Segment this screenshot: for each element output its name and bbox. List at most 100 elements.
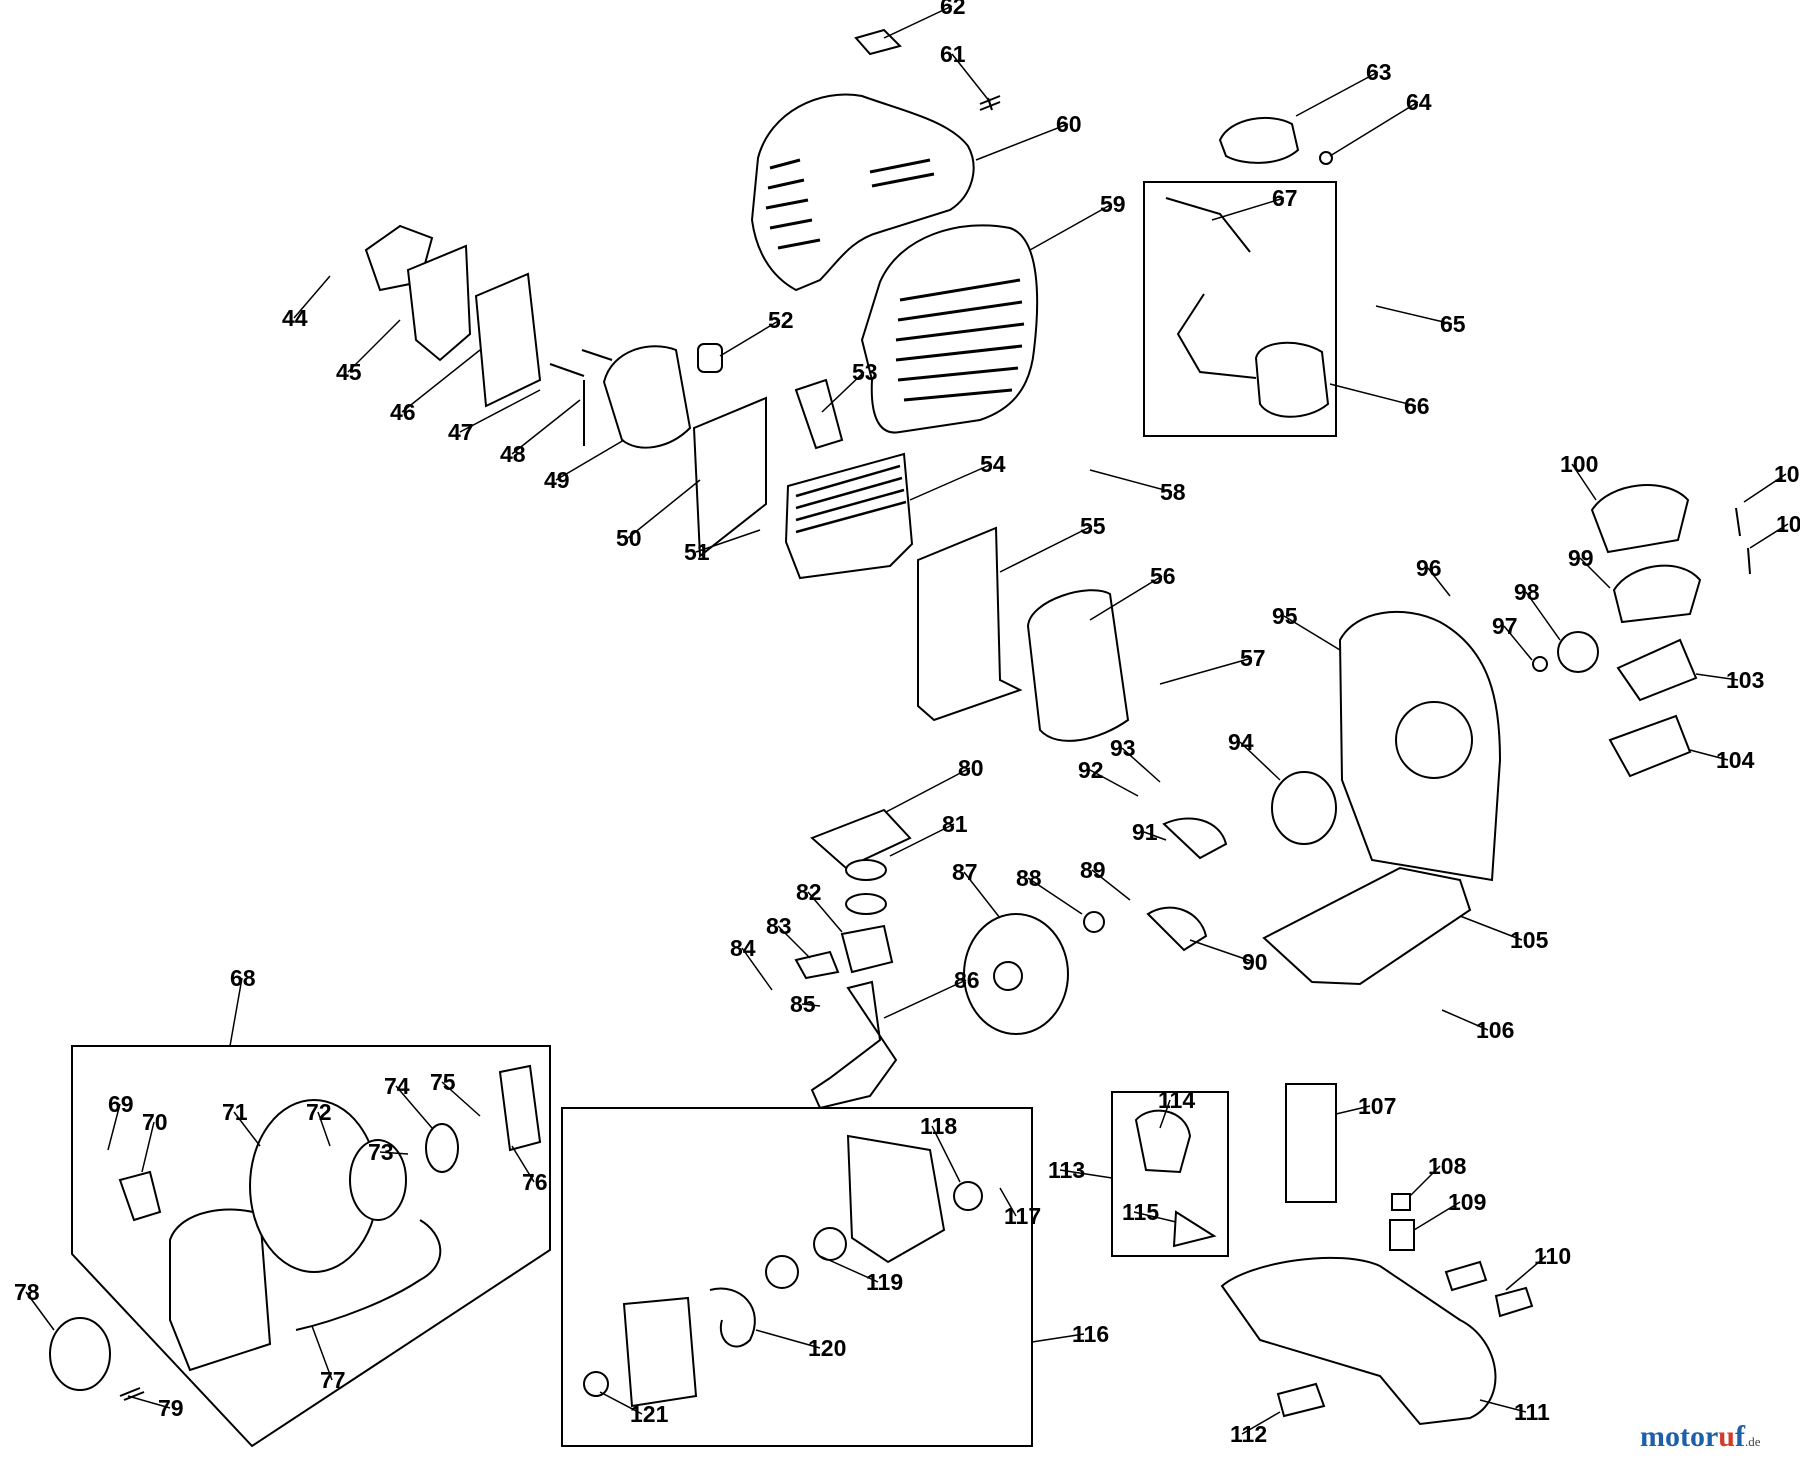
part-79-screw [119,1387,145,1401]
part-group-113-box [1111,1091,1229,1257]
part-46-gasket [474,272,542,408]
leader-lines [25,5,1789,1435]
leader-line-96 [1427,567,1451,597]
leader-line-99 [1579,557,1611,589]
part-label-92: 92 [1078,757,1104,783]
leader-line-112 [1241,1411,1281,1435]
part-90-clutch-shoe [1146,906,1208,952]
leader-line-53 [821,371,865,413]
part-label-61: 61 [940,41,966,67]
part-88-nut [1083,911,1105,933]
part-52-spacer [697,343,723,373]
part-59-shroud [860,224,1039,434]
part-61-screw [979,95,1001,111]
leader-line-113 [1059,1169,1113,1179]
part-label-99: 99 [1568,545,1594,571]
part-label-82: 82 [796,879,822,905]
leader-line-89 [1091,869,1131,901]
part-label-66: 66 [1404,393,1430,419]
leader-line-57 [1159,657,1253,685]
part-label-114: 114 [1158,1087,1195,1113]
part-label-111: 111 [1514,1399,1550,1425]
leader-line-100 [1571,463,1597,501]
part-label-87: 87 [952,859,978,885]
part-label-55: 55 [1080,513,1106,539]
part-label-103: 103 [1726,667,1764,693]
part-119-bearing-2 [765,1255,799,1289]
leader-line-63 [1295,71,1379,117]
part-label-59: 59 [1100,191,1126,217]
part-label-112: 112 [1230,1421,1267,1447]
part-label-58: 58 [1160,479,1186,505]
part-label-106: 106 [1476,1017,1514,1043]
leader-line-74 [395,1085,433,1129]
part-label-120: 120 [808,1335,846,1361]
leader-line-101 [1743,473,1787,503]
part-label-78: 78 [14,1279,40,1305]
leader-line-80 [885,767,971,813]
part-77-rope [295,1219,442,1331]
part-label-65: 65 [1440,311,1466,337]
part-label-105: 105 [1510,927,1549,953]
part-label-113: 113 [1048,1157,1085,1183]
part-97-ring [1532,656,1548,672]
part-98-bearing [1557,631,1599,673]
part-label-45: 45 [336,359,362,385]
part-label-88: 88 [1016,865,1042,891]
part-72-pulley [349,1139,407,1221]
part-81-ring [845,859,887,881]
leader-line-111 [1479,1399,1527,1413]
part-111-fuel-tank [1220,1256,1497,1426]
part-group-107-box [1285,1083,1337,1203]
part-120-clip [709,1287,756,1348]
part-114-cap [1134,1109,1192,1174]
part-label-102: 102 [1776,511,1800,537]
part-label-50: 50 [616,525,642,551]
part-label-80: 80 [958,755,984,781]
leader-line-116 [1031,1333,1085,1343]
part-label-100: 100 [1560,451,1598,477]
leader-line-94 [1239,741,1281,781]
leader-line-83 [777,925,811,959]
leader-line-95 [1283,615,1341,651]
leader-line-65 [1375,305,1453,325]
leader-line-82 [807,891,843,933]
part-group-68-box [71,1045,551,1448]
part-86-crankshaft [810,980,898,1110]
part-label-67: 67 [1272,185,1298,211]
leader-line-105 [1459,915,1523,941]
part-label-117: 117 [1004,1203,1041,1229]
part-group-116-box [561,1107,1033,1447]
part-label-51: 51 [684,539,710,565]
part-label-110: 110 [1534,1243,1571,1269]
leader-line-98 [1525,591,1561,641]
part-label-60: 60 [1056,111,1082,137]
part-label-72: 72 [306,1099,332,1125]
leader-line-52 [719,319,781,357]
part-starter-housing [169,1208,272,1372]
leader-line-93 [1121,747,1161,783]
part-63-knob [1218,117,1300,164]
part-99-clamp [1612,564,1702,624]
part-label-108: 108 [1428,1153,1467,1179]
part-label-121: 121 [630,1401,669,1427]
part-80-base-gasket [810,808,912,870]
part-label-62: 62 [940,0,966,19]
part-100-clamp [1590,484,1690,554]
leader-line-78 [25,1291,55,1331]
site-watermark: motoruf.de [1640,1420,1761,1453]
leader-line-62 [883,5,953,39]
leader-line-49 [555,439,625,481]
part-83-pin [794,950,840,980]
part-label-109: 109 [1448,1189,1486,1215]
part-55-heat-shield [917,526,1023,722]
part-label-47: 47 [448,419,474,445]
part-78-cover-disc [49,1317,111,1391]
part-119-bearing [813,1227,847,1261]
part-label-95: 95 [1272,603,1298,629]
part-label-52: 52 [768,307,794,333]
part-label-76: 76 [522,1169,548,1195]
part-label-107: 107 [1358,1093,1396,1119]
leader-line-47 [459,389,541,433]
